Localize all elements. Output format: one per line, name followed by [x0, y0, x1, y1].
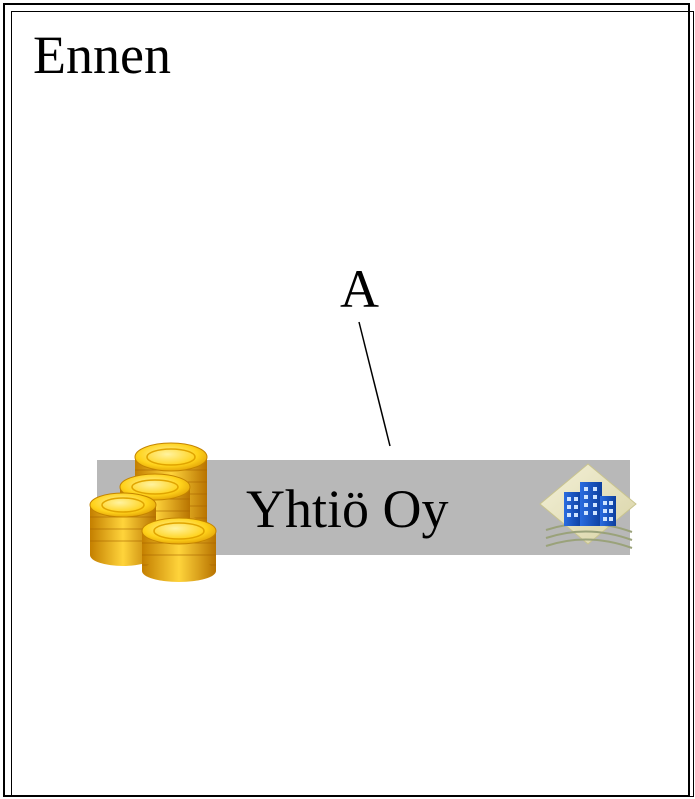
owner-label: A	[340, 259, 379, 319]
coin-stack-icon	[89, 442, 217, 582]
slide-frame-inner	[11, 11, 694, 797]
slide-title: Ennen	[33, 25, 171, 85]
coin-stack-front	[141, 517, 217, 582]
company-name: Yhtiö Oy	[246, 479, 449, 539]
office-building-icon	[539, 463, 637, 549]
